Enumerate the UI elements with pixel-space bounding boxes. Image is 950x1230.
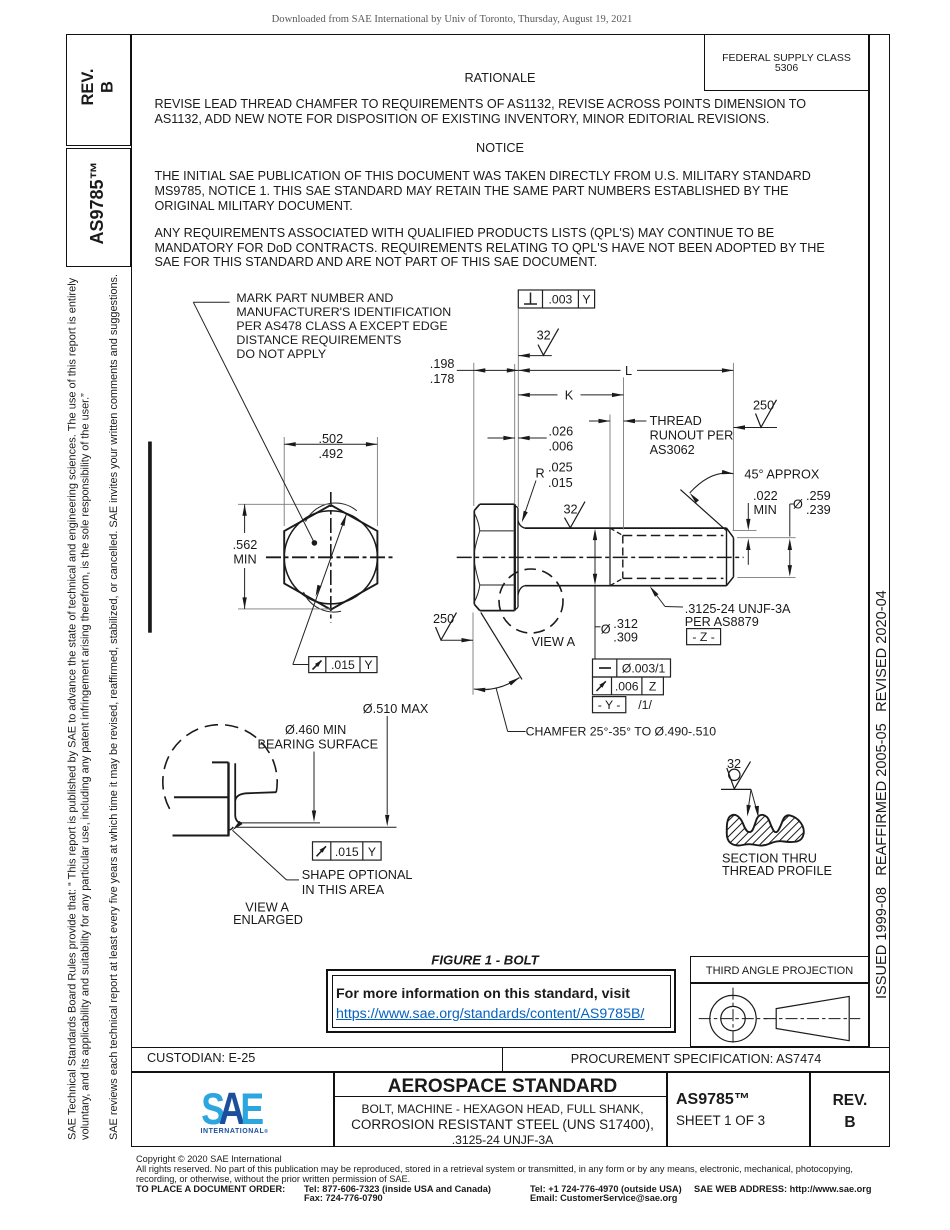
svg-text:.239: .239 <box>806 503 831 517</box>
svg-text:.015: .015 <box>331 658 355 672</box>
svg-text:PER AS478 CLASS A EXCEPT EDGE: PER AS478 CLASS A EXCEPT EDGE <box>236 319 447 333</box>
svg-text:B: B <box>98 81 116 93</box>
svg-text:ENLARGED: ENLARGED <box>233 913 303 927</box>
svg-text:REV.: REV. <box>79 69 97 106</box>
svg-text:Y: Y <box>368 845 376 859</box>
svg-text:VIEW A: VIEW A <box>531 635 575 649</box>
svg-text:K: K <box>565 388 574 402</box>
svg-text:Ø: Ø <box>601 623 611 637</box>
svg-text:THREAD PROFILE: THREAD PROFILE <box>722 864 832 878</box>
svg-text:.026: .026 <box>549 424 574 438</box>
svg-text:Z: Z <box>649 679 657 693</box>
svg-text:Ø.510 MAX: Ø.510 MAX <box>363 702 429 716</box>
svg-text:.309: .309 <box>613 631 638 645</box>
svg-text:32: 32 <box>537 329 551 343</box>
svg-text:AS9785™: AS9785™ <box>87 161 107 244</box>
svg-text:- Y -: - Y - <box>598 698 621 712</box>
svg-text:MARK PART NUMBER AND: MARK PART NUMBER AND <box>236 291 393 305</box>
svg-text:S: S <box>201 1088 225 1134</box>
svg-text:.015: .015 <box>335 845 359 859</box>
svg-text:PER AS8879: PER AS8879 <box>685 615 759 629</box>
svg-text:RUNOUT PER: RUNOUT PER <box>650 428 734 442</box>
svg-text:DO NOT APPLY: DO NOT APPLY <box>236 347 326 361</box>
svg-text:.006: .006 <box>615 679 639 693</box>
svg-text:E: E <box>240 1088 264 1134</box>
svg-text:.025: .025 <box>548 461 573 475</box>
svg-text:ISSUED 1999-08 REAFFIRMED 200: ISSUED 1999-08 REAFFIRMED 2005-05 REVISE… <box>874 590 890 999</box>
svg-text:45° APPROX: 45° APPROX <box>744 467 819 481</box>
svg-text:.492: .492 <box>318 447 343 461</box>
svg-text:SAE reviews each technical rep: SAE reviews each technical report at lea… <box>108 274 120 1140</box>
svg-text:MIN: MIN <box>754 503 777 517</box>
svg-text:DISTANCE REQUIREMENTS: DISTANCE REQUIREMENTS <box>236 333 401 347</box>
svg-text:32: 32 <box>727 757 741 771</box>
svg-text:- Z -: - Z - <box>692 630 714 644</box>
svg-text:INTERNATIONAL®: INTERNATIONAL® <box>201 1128 269 1135</box>
svg-text:MANUFACTURER'S IDENTIFICATION: MANUFACTURER'S IDENTIFICATION <box>236 305 451 319</box>
svg-text:R: R <box>536 467 545 481</box>
svg-text:BEARING SURFACE: BEARING SURFACE <box>258 738 379 752</box>
svg-text:Y: Y <box>582 293 590 307</box>
svg-text:SAE Technical Standards Board: SAE Technical Standards Board Rules prov… <box>67 277 79 1140</box>
svg-text:.562: .562 <box>233 538 258 552</box>
svg-text:.198: .198 <box>430 357 455 371</box>
svg-text:CHAMFER 25°-35° TO Ø.490-.510: CHAMFER 25°-35° TO Ø.490-.510 <box>526 724 717 738</box>
svg-text:Ø.460 MIN: Ø.460 MIN <box>285 723 346 737</box>
svg-text:SECTION THRU: SECTION THRU <box>722 852 817 866</box>
svg-text:.178: .178 <box>430 372 455 386</box>
svg-text:/1/: /1/ <box>638 698 652 712</box>
svg-text:A: A <box>219 1088 245 1134</box>
svg-text:250: 250 <box>753 398 774 412</box>
svg-text:VIEW A: VIEW A <box>245 901 289 915</box>
svg-text:Y: Y <box>364 658 372 672</box>
svg-text:THREAD: THREAD <box>650 414 702 428</box>
svg-text:.022: .022 <box>753 489 778 503</box>
svg-text:IN THIS AREA: IN THIS AREA <box>302 883 385 897</box>
svg-text:.015: .015 <box>548 476 573 490</box>
svg-text:.006: .006 <box>549 439 574 453</box>
svg-text:SHAPE OPTIONAL: SHAPE OPTIONAL <box>302 868 413 882</box>
svg-text:.3125-24 UNJF-3A: .3125-24 UNJF-3A <box>685 602 791 616</box>
svg-text:.259: .259 <box>806 489 831 503</box>
svg-text:32: 32 <box>563 503 577 517</box>
svg-text:AS3062: AS3062 <box>650 443 695 457</box>
svg-text:L: L <box>625 364 632 378</box>
svg-text:.502: .502 <box>318 432 343 446</box>
svg-text:FIGURE 1 - BOLT: FIGURE 1 - BOLT <box>431 952 539 967</box>
svg-text:Ø.003/1: Ø.003/1 <box>622 662 666 676</box>
svg-text:.312: .312 <box>613 617 638 631</box>
svg-text:voluntary, and its applicabili: voluntary, and its applicability and sui… <box>80 393 92 1140</box>
svg-text:.003: .003 <box>549 293 573 307</box>
svg-text:250: 250 <box>433 612 454 626</box>
svg-text:Ø: Ø <box>793 498 803 512</box>
svg-text:MIN: MIN <box>233 552 256 566</box>
